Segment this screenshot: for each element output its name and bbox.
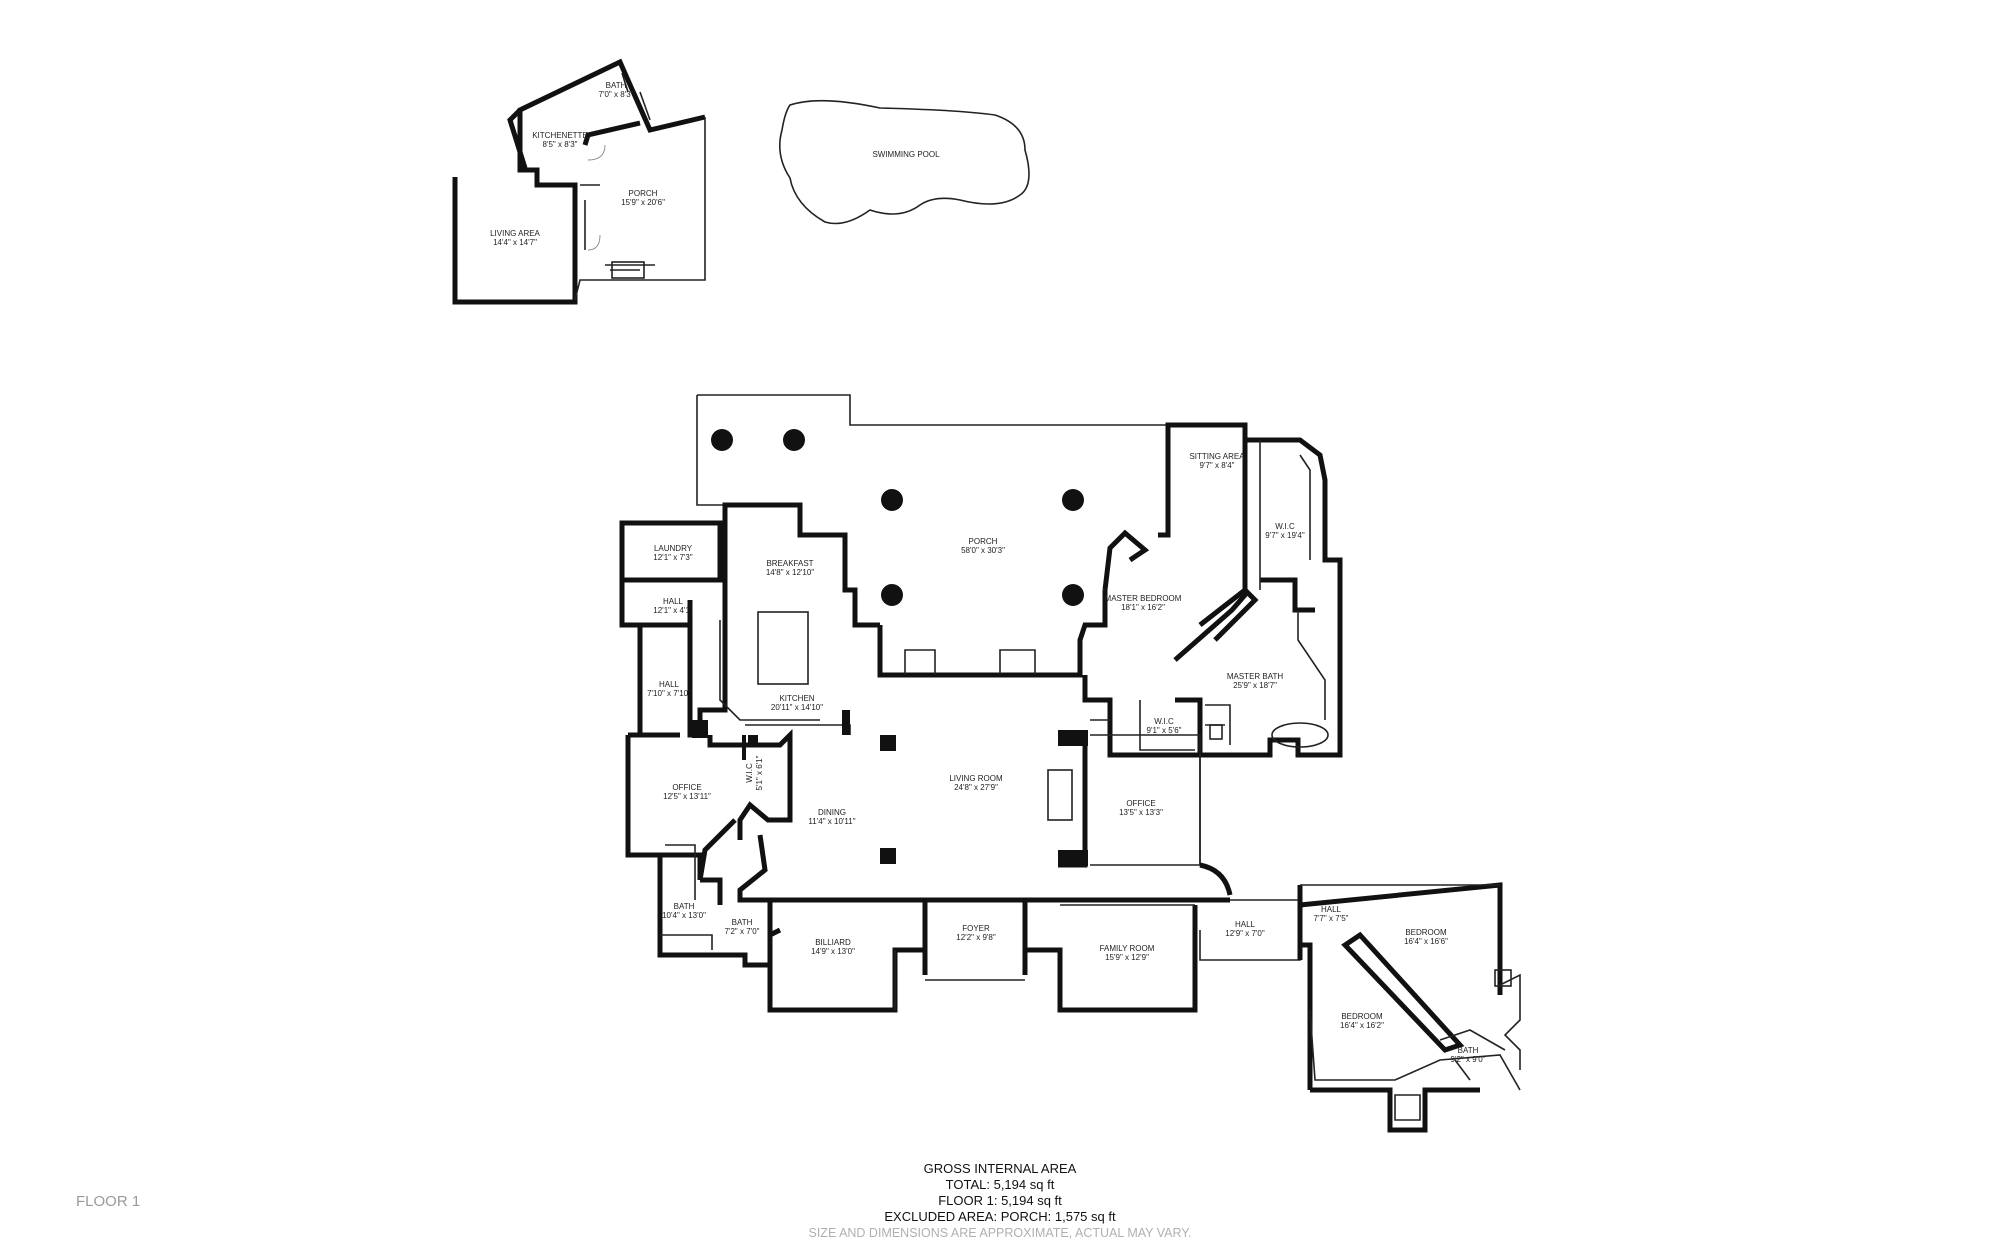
porch-column: [881, 584, 903, 606]
living-area-label: LIVING AREA: [490, 229, 540, 238]
swimming-pool-outline: [779, 99, 1030, 225]
master-bedroom-dims: 18'1" x 16'2": [1121, 603, 1165, 612]
laundry-label: LAUNDRY: [654, 544, 693, 553]
bath-3-dims: 9'2" x 9'0": [1451, 1055, 1486, 1064]
porch-column: [1062, 584, 1084, 606]
bath-1-label: BATH: [674, 902, 695, 911]
porch-column: [783, 429, 805, 451]
summary-total: TOTAL: 5,194 sq ft: [945, 1177, 1055, 1192]
guest-bath-dims: 7'0" x 8'3": [599, 90, 634, 99]
sitting-area-label: SITTING AREA: [1189, 452, 1245, 461]
bath-1-dims: 10'4" x 13'0": [662, 911, 706, 920]
hall-4-label: HALL: [1321, 905, 1342, 914]
summary-excluded: EXCLUDED AREA: PORCH: 1,575 sq ft: [884, 1209, 1116, 1224]
hall-3-label: HALL: [1235, 920, 1256, 929]
wic-2-dims: 9'1" x 5'6": [1147, 726, 1182, 735]
summary-disclaimer: SIZE AND DIMENSIONS ARE APPROXIMATE, ACT…: [808, 1226, 1192, 1240]
summary-title: GROSS INTERNAL AREA: [923, 1161, 1077, 1176]
bedroom-2-label: BEDROOM: [1341, 1012, 1383, 1021]
breakfast-dims: 14'8" x 12'10": [766, 568, 814, 577]
pillar: [880, 848, 896, 864]
family-room-dims: 15'9" x 12'9": [1105, 953, 1149, 962]
porch-dims: 58'0" x 30'3": [961, 546, 1005, 555]
hall-1-label: HALL: [663, 597, 684, 606]
wic-1-dims: 9'7" x 19'4": [1265, 531, 1305, 540]
dining-dims: 11'4" x 10'11": [808, 817, 855, 826]
kitchen-label: KITCHEN: [779, 694, 814, 703]
master-bath-label: MASTER BATH: [1227, 672, 1284, 681]
room-labels: BATH 7'0" x 8'3" KITCHENETTE 8'5" x 8'3"…: [490, 81, 1486, 1064]
living-room-label: LIVING ROOM: [949, 774, 1003, 783]
guest-porch-dims: 15'9" x 20'6": [621, 198, 665, 207]
office-2-dims: 13'5" x 13'3": [1119, 808, 1163, 817]
living-area-dims: 14'4" x 14'7": [493, 238, 537, 247]
master-bath-dims: 25'9" x 18'7": [1233, 681, 1277, 690]
wic-2-label: W.I.C: [1154, 717, 1174, 726]
office-1-dims: 12'5" x 13'11": [663, 792, 711, 801]
office-2-label: OFFICE: [1126, 799, 1155, 808]
guest-porch-label: PORCH: [629, 189, 658, 198]
bedroom-1-dims: 16'4" x 16'6": [1404, 937, 1448, 946]
bedroom-2-dims: 16'4" x 16'2": [1340, 1021, 1384, 1030]
hall-2-label: HALL: [659, 680, 680, 689]
kitchen-dims: 20'11" x 14'10": [771, 703, 823, 712]
office-1-label: OFFICE: [672, 783, 701, 792]
bath-3-label: BATH: [1458, 1046, 1479, 1055]
kitchenette-label: KITCHENETTE: [532, 131, 588, 140]
family-room-label: FAMILY ROOM: [1100, 944, 1155, 953]
billiard-dims: 14'9" x 13'0": [811, 947, 855, 956]
laundry-dims: 12'1" x 7'3": [653, 553, 693, 562]
porch-label: PORCH: [969, 537, 998, 546]
hall-2-dims: 7'10" x 7'10": [647, 689, 691, 698]
kitchenette-dims: 8'5" x 8'3": [543, 140, 578, 149]
breakfast-label: BREAKFAST: [766, 559, 813, 568]
sitting-area-dims: 9'7" x 8'4": [1200, 461, 1235, 470]
porch-column: [1062, 489, 1084, 511]
hall-3-dims: 12'9" x 7'0": [1225, 929, 1265, 938]
master-bedroom-label: MASTER BEDROOM: [1105, 594, 1182, 603]
guest-house: [452, 58, 706, 305]
hall-1-dims: 12'1" x 4'1": [653, 606, 693, 615]
main-house: [619, 394, 1521, 1133]
wic-3-dims: 5'1" x 6'1": [755, 755, 764, 790]
bath-2-label: BATH: [732, 918, 753, 927]
billiard-label: BILLIARD: [815, 938, 851, 947]
hall-4-dims: 7'7" x 7'5": [1314, 914, 1349, 923]
living-room-dims: 24'8" x 27'9": [954, 783, 998, 792]
wic-1-label: W.I.C: [1275, 522, 1295, 531]
porch-column: [711, 429, 733, 451]
wic-3-label: W.I.C: [745, 763, 754, 783]
porch-column: [881, 489, 903, 511]
foyer-label: FOYER: [962, 924, 990, 933]
swimming-pool-label: SWIMMING POOL: [872, 150, 940, 159]
gross-area-summary: GROSS INTERNAL AREA TOTAL: 5,194 sq ft F…: [700, 1161, 1300, 1241]
guest-bath-label: BATH: [606, 81, 627, 90]
summary-floor1: FLOOR 1: 5,194 sq ft: [938, 1193, 1062, 1208]
dining-label: DINING: [818, 808, 846, 817]
floor-label: FLOOR 1: [76, 1193, 141, 1210]
bath-2-dims: 7'2" x 7'0": [725, 927, 760, 936]
pillar: [880, 735, 896, 751]
bedroom-1-label: BEDROOM: [1405, 928, 1447, 937]
foyer-dims: 12'2" x 9'8": [956, 933, 996, 942]
